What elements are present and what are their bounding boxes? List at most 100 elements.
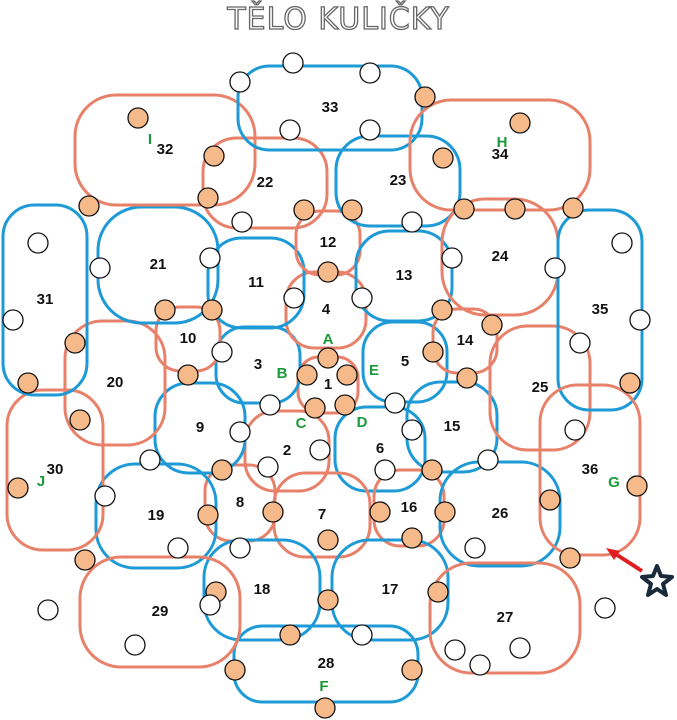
- bead-empty: [124, 634, 146, 656]
- bead-filled: [431, 299, 453, 321]
- cell-label-9: 9: [196, 419, 204, 436]
- bead-filled: [504, 198, 526, 220]
- marker-I: I: [148, 131, 152, 148]
- bead-filled: [317, 529, 339, 551]
- bead-empty: [89, 257, 111, 279]
- bead-empty: [401, 211, 423, 233]
- marker-A: A: [323, 331, 334, 348]
- bead-filled: [177, 364, 199, 386]
- bead-empty: [94, 485, 116, 507]
- cell-loop-31: [1, 203, 89, 397]
- cell-label-3: 3: [254, 356, 262, 373]
- cell-loop-23: [334, 134, 462, 228]
- start-arrow: [612, 551, 644, 573]
- bead-filled: [69, 409, 91, 431]
- bead-filled: [197, 187, 219, 209]
- cell-label-18: 18: [254, 581, 271, 598]
- cell-label-12: 12: [320, 234, 337, 251]
- cell-loop-6: [333, 405, 427, 493]
- marker-B: B: [277, 365, 288, 382]
- bead-filled: [314, 697, 336, 719]
- cell-loop-30: [5, 388, 105, 552]
- bead-empty: [469, 654, 491, 676]
- cell-label-35: 35: [592, 301, 609, 318]
- cell-label-5: 5: [401, 353, 409, 370]
- bead-filled: [453, 198, 475, 220]
- bead-empty: [464, 537, 486, 559]
- bead-filled: [127, 107, 149, 129]
- bead-empty: [444, 639, 466, 661]
- cell-label-34: 34: [492, 146, 509, 163]
- bead-empty: [509, 637, 531, 659]
- bead-filled: [197, 504, 219, 526]
- bead-empty: [282, 52, 304, 74]
- bead-empty: [229, 537, 251, 559]
- bead-empty: [351, 624, 373, 646]
- bead-filled: [317, 589, 339, 611]
- cell-label-32: 32: [157, 141, 174, 158]
- bead-empty: [441, 247, 463, 269]
- cell-label-29: 29: [152, 603, 169, 620]
- cell-label-6: 6: [376, 440, 384, 457]
- bead-empty: [477, 449, 499, 471]
- bead-empty: [359, 62, 381, 84]
- bead-empty: [167, 537, 189, 559]
- bead-filled: [203, 145, 225, 167]
- bead-filled: [317, 347, 339, 369]
- cell-label-1: 1: [324, 376, 332, 393]
- marker-H: H: [497, 134, 508, 151]
- bead-filled: [78, 195, 100, 217]
- bead-filled: [432, 147, 454, 169]
- cell-label-2: 2: [283, 442, 291, 459]
- bead-empty: [229, 71, 251, 93]
- cell-label-14: 14: [457, 332, 474, 349]
- cell-label-15: 15: [444, 418, 461, 435]
- marker-F: F: [319, 678, 328, 695]
- bead-filled: [481, 314, 503, 336]
- cell-label-16: 16: [401, 499, 418, 516]
- diagram-title: TĚLO KULIČKY: [227, 1, 450, 37]
- marker-G: G: [608, 474, 620, 491]
- bead-empty: [139, 449, 161, 471]
- bead-empty: [401, 419, 423, 441]
- bead-filled: [559, 547, 581, 569]
- cell-loop-22: [201, 136, 329, 230]
- bead-filled: [456, 367, 478, 389]
- cell-loop-20: [63, 319, 167, 447]
- bead-filled: [17, 372, 39, 394]
- marker-C: C: [296, 415, 307, 432]
- beads: [2, 52, 651, 719]
- cell-loop-18: [202, 538, 322, 642]
- cell-label-31: 31: [37, 291, 54, 308]
- bead-filled: [336, 364, 358, 386]
- bead-empty: [37, 599, 59, 621]
- cell-label-8: 8: [236, 494, 244, 511]
- star-icon: [640, 564, 674, 597]
- bead-filled: [64, 332, 86, 354]
- marker-D: D: [357, 414, 368, 431]
- bead-empty: [199, 247, 221, 269]
- bead-filled: [154, 299, 176, 321]
- bead-filled: [201, 299, 223, 321]
- bead-filled: [421, 459, 443, 481]
- start-marker: [606, 548, 674, 597]
- bead-filled: [279, 624, 301, 646]
- bead-filled: [562, 197, 584, 219]
- bead-empty: [309, 439, 331, 461]
- cell-label-28: 28: [318, 655, 335, 672]
- cell-loop-32: [73, 93, 257, 207]
- bead-filled: [224, 659, 246, 681]
- cell-label-25: 25: [532, 379, 549, 396]
- marker-J: J: [37, 473, 45, 490]
- cell-loop-33: [236, 64, 424, 152]
- bead-empty: [199, 594, 221, 616]
- bead-filled: [539, 489, 561, 511]
- bead-empty: [279, 119, 301, 141]
- cell-loop-11: [206, 236, 306, 330]
- cell-loop-34: [408, 98, 592, 212]
- cell-label-27: 27: [497, 609, 514, 626]
- bead-filled: [211, 459, 233, 481]
- bead-filled: [401, 527, 423, 549]
